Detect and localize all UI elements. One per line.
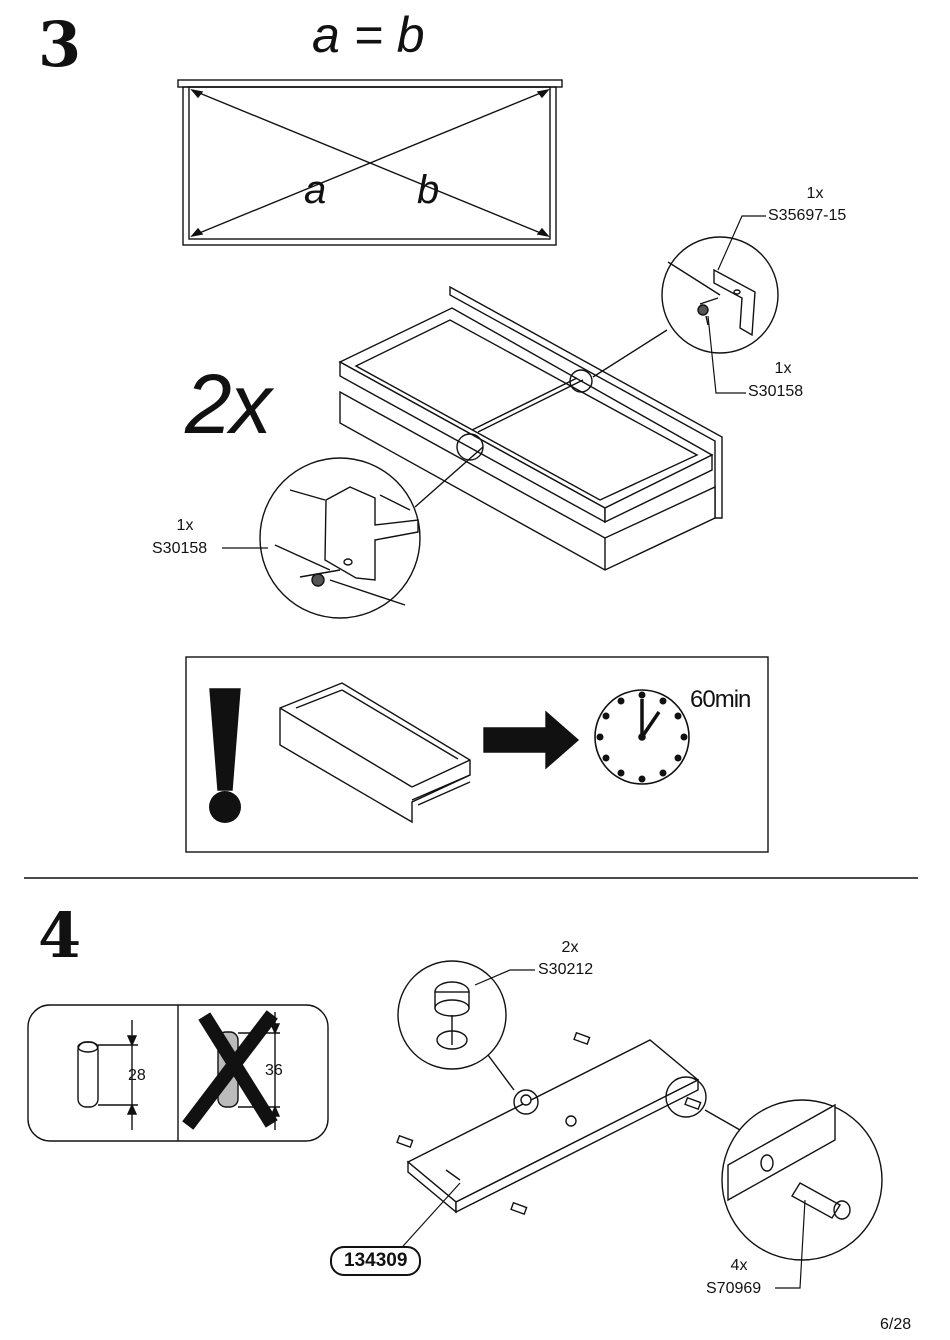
part-number-badge: 134309 bbox=[330, 1246, 422, 1276]
callout-code-left: S30158 bbox=[152, 540, 208, 557]
shelf-panel-drawing bbox=[396, 1031, 707, 1216]
dowel-depth-bad: 36 bbox=[265, 1062, 283, 1079]
callout-qty-cam: 2x bbox=[561, 939, 579, 956]
callout-code-top: S35697-15 bbox=[768, 207, 847, 224]
callout-code-cam: S30212 bbox=[538, 961, 594, 978]
clock-icon bbox=[594, 689, 690, 785]
callout-qty-left: 1x bbox=[176, 517, 194, 534]
detail-dowel bbox=[704, 1099, 883, 1261]
step-4-number: 4 bbox=[38, 899, 82, 972]
page-number: 6/28 bbox=[880, 1316, 912, 1333]
diagonal-b-label: b bbox=[417, 168, 440, 212]
wrong-cross-icon bbox=[182, 1010, 278, 1130]
diagonal-equation: a = b bbox=[312, 7, 425, 63]
frame-diagonal-diagram bbox=[177, 79, 563, 246]
repeat-multiplier: 2x bbox=[185, 357, 272, 451]
detail-bracket-top bbox=[661, 236, 779, 354]
callout-qty-mid: 1x bbox=[774, 360, 792, 377]
dowel-depth-comparison bbox=[27, 1004, 329, 1142]
callout-qty-dowel: 4x bbox=[730, 1257, 748, 1274]
callout-qty-top: 1x bbox=[806, 185, 824, 202]
diagonal-a-label: a bbox=[304, 168, 327, 212]
dowel-depth-ok: 28 bbox=[128, 1067, 146, 1084]
callout-code-dowel: S70969 bbox=[706, 1280, 762, 1297]
callout-code-mid: S30158 bbox=[748, 383, 804, 400]
detail-cam-lock bbox=[397, 960, 515, 1091]
wait-time-label: 60min bbox=[690, 686, 751, 713]
step-3-number: 3 bbox=[38, 8, 82, 81]
detail-bracket-bottom bbox=[259, 457, 421, 619]
drawer-assembly-drawing bbox=[338, 285, 723, 571]
